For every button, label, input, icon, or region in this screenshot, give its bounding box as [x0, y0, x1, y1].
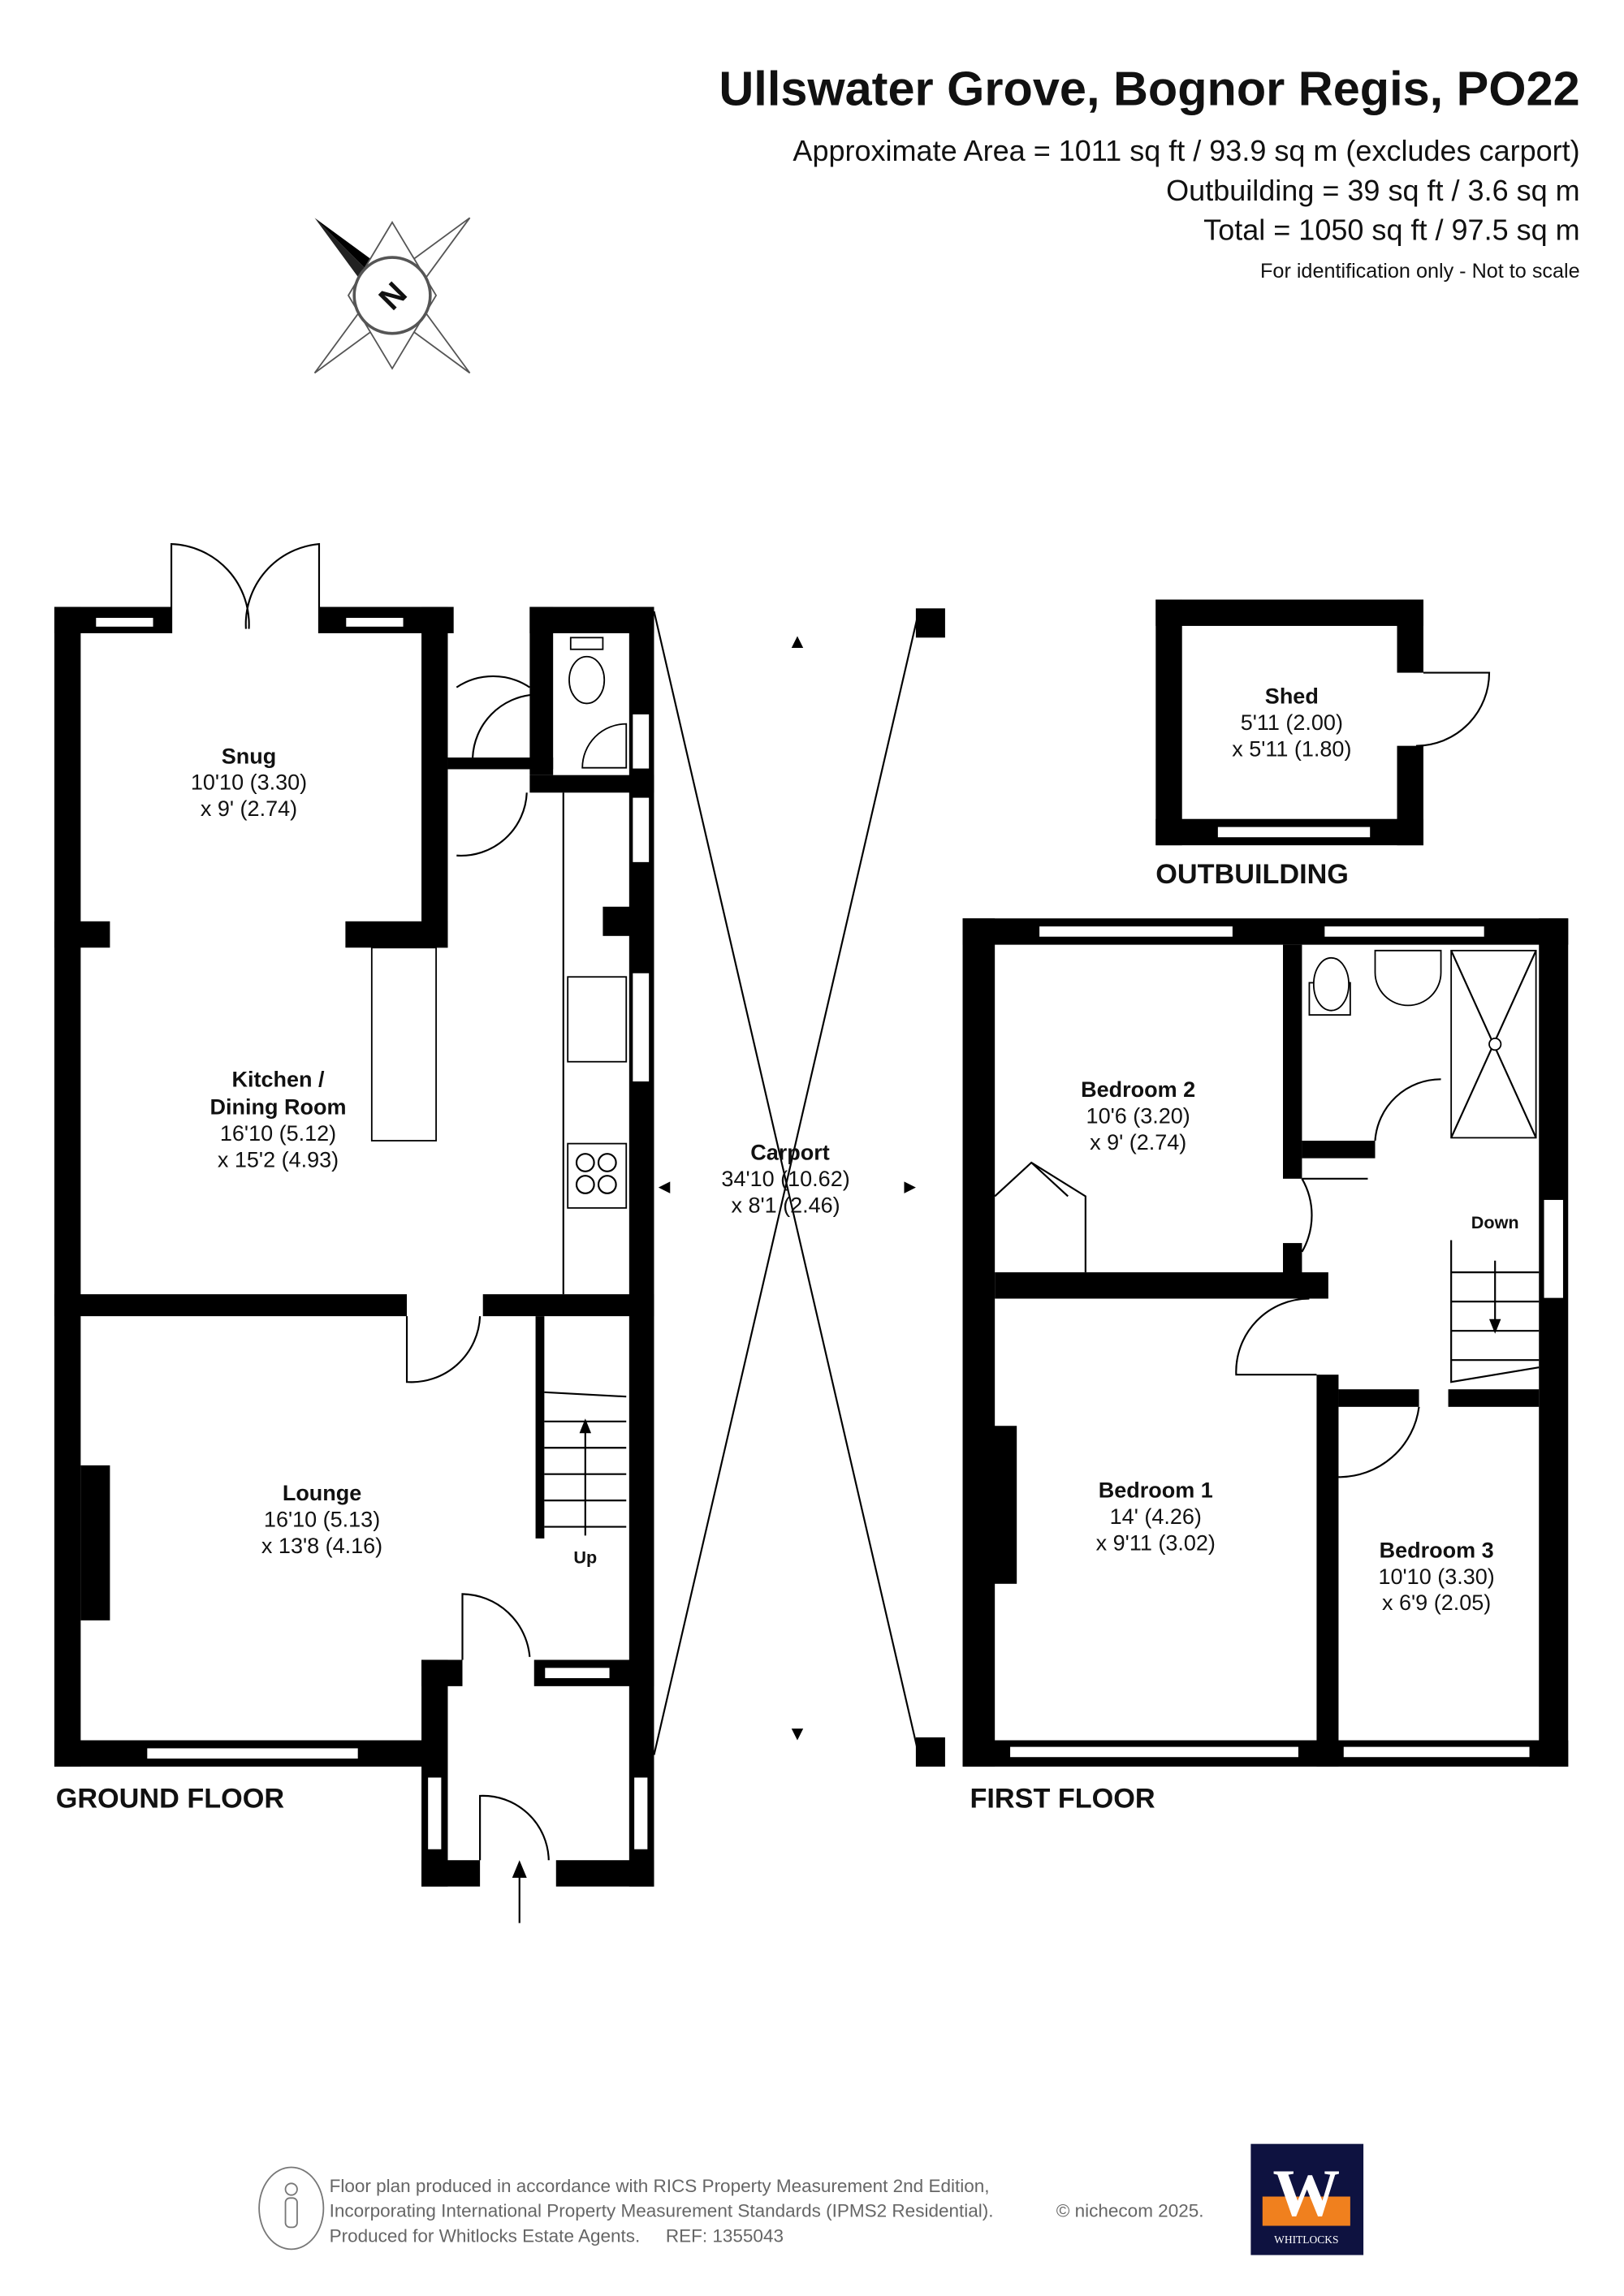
total-area: Total = 1050 sq ft / 97.5 sq m: [1203, 213, 1579, 246]
whitlocks-logo: W WHITLOCKS: [1250, 2143, 1364, 2255]
svg-text:16'10 (5.13): 16'10 (5.13): [264, 1508, 380, 1532]
bedroom-2-room: Bedroom 2 10'6 (3.20) x 9' (2.74): [1081, 1077, 1195, 1154]
svg-text:x 15'2 (4.93): x 15'2 (4.93): [218, 1147, 339, 1172]
svg-text:x 9' (2.74): x 9' (2.74): [1090, 1130, 1186, 1154]
ground-floor-plan: [54, 542, 654, 1923]
svg-text:Bedroom 3: Bedroom 3: [1380, 1538, 1494, 1562]
svg-text:x 13'8 (4.16): x 13'8 (4.16): [261, 1534, 382, 1558]
outbuilding-label: OUTBUILDING: [1155, 859, 1349, 890]
ground-floor-label: GROUND FLOOR: [56, 1783, 285, 1814]
svg-text:x 5'11 (1.80): x 5'11 (1.80): [1232, 736, 1351, 761]
svg-text:10'10 (3.30): 10'10 (3.30): [191, 770, 307, 795]
svg-text:Carport: Carport: [750, 1140, 830, 1164]
kitchen-dining-room: Kitchen / Dining Room 16'10 (5.12) x 15'…: [210, 1067, 347, 1172]
svg-text:5'11 (2.00): 5'11 (2.00): [1241, 710, 1343, 735]
copyright: © nichecom 2025.: [1056, 2201, 1204, 2221]
shed-room: Shed 5'11 (2.00) x 5'11 (1.80): [1155, 599, 1491, 846]
svg-text:16'10 (5.12): 16'10 (5.12): [220, 1121, 336, 1146]
svg-text:Bedroom 2: Bedroom 2: [1081, 1077, 1195, 1102]
property-title: Ullswater Grove, Bognor Regis, PO22: [719, 62, 1579, 116]
svg-text:Shed: Shed: [1265, 684, 1319, 708]
svg-text:34'10 (10.62): 34'10 (10.62): [721, 1167, 849, 1191]
svg-text:10'6 (3.20): 10'6 (3.20): [1086, 1103, 1190, 1128]
reference: REF: 1355043: [666, 2225, 784, 2246]
svg-text:x 6'9 (2.05): x 6'9 (2.05): [1382, 1590, 1491, 1615]
person-icon: [258, 2166, 325, 2251]
footer-line-3: Produced for Whitlocks Estate Agents.: [330, 2225, 641, 2246]
svg-text:Snug: Snug: [222, 744, 277, 768]
svg-text:Lounge: Lounge: [283, 1481, 361, 1505]
first-floor-plan: [962, 918, 1569, 1767]
lounge-room: Lounge 16'10 (5.13) x 13'8 (4.16): [261, 1481, 382, 1558]
approximate-area: Approximate Area = 1011 sq ft / 93.9 sq …: [793, 134, 1579, 167]
svg-text:WHITLOCKS: WHITLOCKS: [1274, 2233, 1339, 2246]
svg-text:10'10 (3.30): 10'10 (3.30): [1379, 1564, 1495, 1589]
svg-text:Bedroom 1: Bedroom 1: [1099, 1478, 1213, 1503]
bedroom-1-room: Bedroom 1 14' (4.26) x 9'11 (3.02): [1096, 1478, 1216, 1556]
svg-text:x 9' (2.74): x 9' (2.74): [201, 796, 297, 821]
bedroom-3-room: Bedroom 3 10'10 (3.30) x 6'9 (2.05): [1379, 1538, 1495, 1615]
carport-area: Carport 34'10 (10.62) x 8'1 (2.46): [653, 608, 945, 1767]
svg-text:Kitchen /: Kitchen /: [232, 1067, 326, 1091]
svg-text:14' (4.26): 14' (4.26): [1110, 1504, 1202, 1529]
outbuilding-area: Outbuilding = 39 sq ft / 3.6 sq m: [1166, 174, 1580, 207]
first-floor-label: FIRST FLOOR: [970, 1783, 1155, 1814]
svg-text:W: W: [1272, 2156, 1340, 2230]
disclaimer: For identification only - Not to scale: [1260, 260, 1580, 283]
svg-text:x 8'1 (2.46): x 8'1 (2.46): [731, 1193, 840, 1217]
stairs-down-label: Down: [1471, 1212, 1519, 1232]
svg-text:Dining Room: Dining Room: [210, 1095, 347, 1120]
footer-line-2: Incorporating International Property Mea…: [330, 2201, 994, 2221]
north-arrow-icon: [313, 217, 471, 374]
footer-line-1: Floor plan produced in accordance with R…: [330, 2176, 990, 2196]
stairs-up-label: Up: [573, 1547, 597, 1568]
snug-room: Snug 10'10 (3.30) x 9' (2.74): [191, 744, 307, 821]
svg-text:x 9'11 (3.02): x 9'11 (3.02): [1096, 1530, 1216, 1555]
